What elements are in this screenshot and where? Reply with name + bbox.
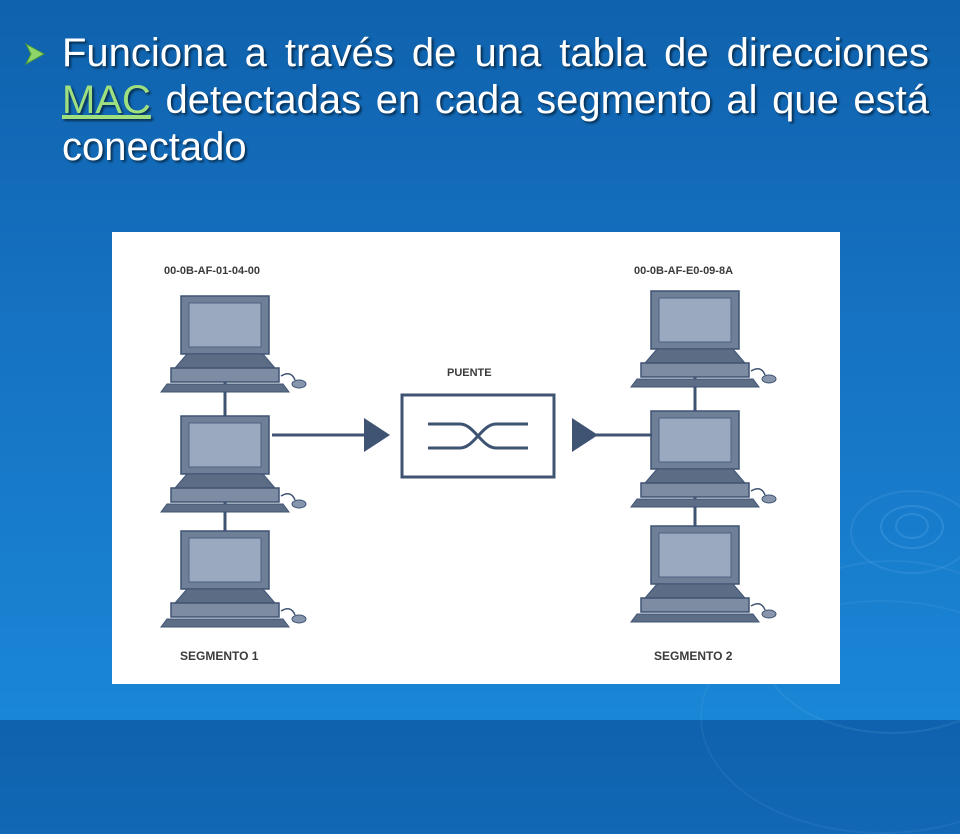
arrow-bullet-icon [24,30,62,71]
bridge-diagram: 00-0B-AF-01-04-00 00-0B-AF-E0-09-8A PUEN… [112,232,840,684]
computer-icon [160,415,307,513]
text-after: detectadas en cada segmento al que está … [62,78,929,169]
segment-1-label: SEGMENTO 1 [180,649,259,663]
computer-icon [160,530,307,628]
mac-address-left: 00-0B-AF-01-04-00 [164,265,260,277]
computer-icon [630,410,777,508]
computer-icon [630,525,777,623]
bridge-label: PUENTE [447,367,492,379]
left-connection [272,418,390,452]
bridge-switch-icon [400,393,556,479]
right-connection [572,418,652,452]
segment-2-label: SEGMENTO 2 [654,649,733,663]
bullet-text: Funciona a través de una tabla de direcc… [62,30,929,171]
computer-icon [160,295,307,393]
mac-address-right: 00-0B-AF-E0-09-8A [634,265,733,277]
arrow-icon [572,418,598,452]
mac-link[interactable]: MAC [62,78,151,122]
text-before: Funciona a través de una tabla de direcc… [62,31,929,75]
bullet-item: Funciona a través de una tabla de direcc… [24,30,929,171]
computer-icon [630,290,777,388]
arrow-icon [364,418,390,452]
